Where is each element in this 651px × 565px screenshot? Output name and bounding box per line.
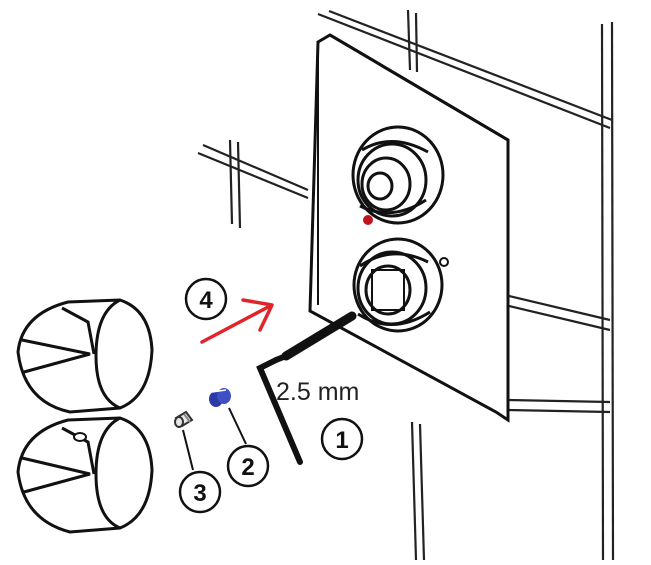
upper-handle	[16, 298, 154, 414]
step-number-3: 3	[193, 480, 206, 507]
step-callout-3: 3	[178, 470, 222, 514]
wrench-size-label: 2.5 mm	[276, 378, 359, 406]
arrow-icon	[200, 298, 274, 344]
lower-valve	[352, 237, 444, 333]
step-callout-2: 2	[226, 444, 270, 488]
hex-key-icon	[256, 311, 357, 465]
insert-icon	[209, 388, 231, 407]
callout-leaders	[182, 407, 247, 471]
step-callout-1: 1	[320, 417, 364, 461]
step-number-1: 1	[335, 427, 348, 454]
grub-screw-icon	[174, 410, 194, 428]
step-number-4: 4	[199, 287, 213, 314]
screw-hole-icon	[439, 257, 449, 267]
step-number-2: 2	[241, 454, 254, 481]
lower-handle	[16, 416, 154, 534]
tile-grid	[197, 9, 615, 561]
step-callout-4: 4	[184, 277, 228, 321]
indicator-dot	[363, 215, 373, 225]
upper-valve	[351, 125, 445, 225]
cover-plate	[308, 33, 510, 423]
